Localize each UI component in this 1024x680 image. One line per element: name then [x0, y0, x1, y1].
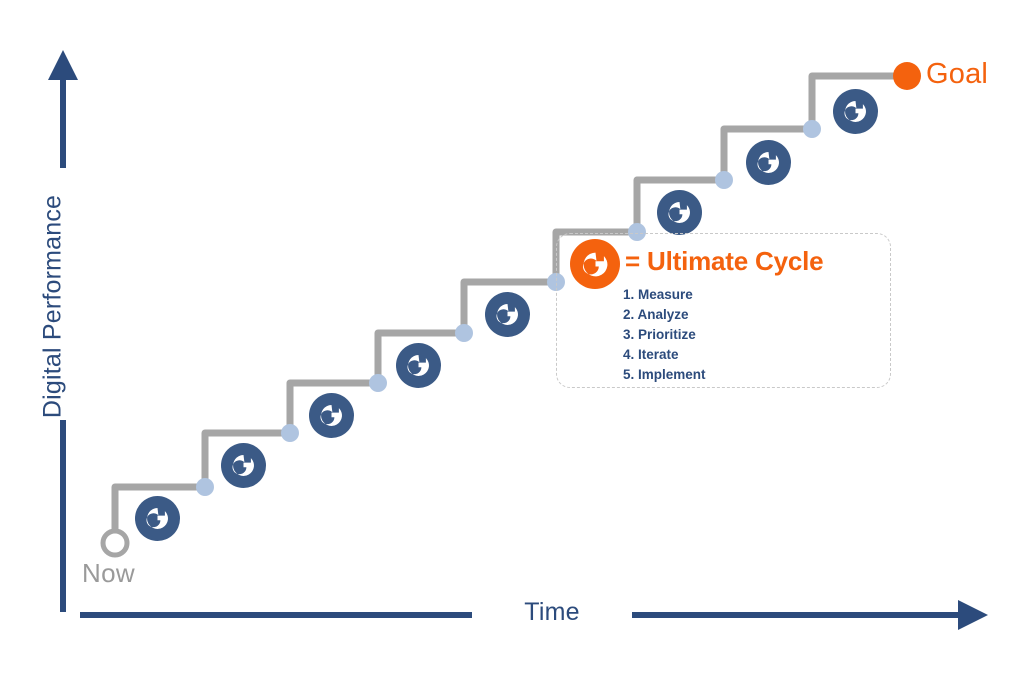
legend-box: [556, 233, 891, 388]
step-node: [628, 223, 646, 241]
step-badge-cycle-3[interactable]: [309, 393, 354, 438]
legend-list-item: 3. Prioritize: [623, 327, 696, 342]
step-node: [803, 120, 821, 138]
step-badge-cycle-5[interactable]: [485, 292, 530, 337]
step-badge-cycle-4[interactable]: [396, 343, 441, 388]
legend-list-item: 1. Measure: [623, 287, 693, 302]
x-axis: [80, 600, 988, 630]
step-badge-cycle-8[interactable]: [833, 89, 878, 134]
step-node: [196, 478, 214, 496]
legend-ultimate-cycle-badge[interactable]: [570, 239, 620, 289]
ultimate-cycle-g-icon: [665, 198, 694, 227]
ultimate-cycle-g-icon: [579, 248, 612, 281]
step-node: [369, 374, 387, 392]
x-axis-label: Time: [472, 600, 632, 625]
legend-list-item: 4. Iterate: [623, 347, 679, 362]
y-axis: [48, 50, 78, 612]
ultimate-cycle-g-icon: [754, 148, 783, 177]
step-node: [715, 171, 733, 189]
step-badge-cycle-2[interactable]: [221, 443, 266, 488]
progression-connector: [111, 72, 904, 547]
ultimate-cycle-g-icon: [493, 300, 522, 329]
ultimate-cycle-g-icon: [404, 351, 433, 380]
step-badge-cycle-1[interactable]: [135, 496, 180, 541]
legend-title: = Ultimate Cycle: [625, 246, 824, 276]
goal-label: Goal: [926, 58, 989, 90]
legend-steps-list: 1. Measure 2. Analyze 3. Prioritize 4. I…: [623, 285, 706, 385]
step-node: [455, 324, 473, 342]
legend-list-item: 5. Implement: [623, 367, 706, 382]
step-node: [281, 424, 299, 442]
legend-list-item: 2. Analyze: [623, 307, 689, 322]
goal-dot-icon: [893, 62, 921, 90]
step-badge-cycle-7[interactable]: [746, 140, 791, 185]
now-label: Now: [82, 558, 135, 588]
open-circle-icon: [100, 528, 130, 558]
step-nodes: [196, 120, 821, 496]
ultimate-cycle-g-icon: [841, 97, 870, 126]
ultimate-cycle-g-icon: [143, 504, 172, 533]
ultimate-cycle-g-icon: [317, 401, 346, 430]
step-badge-cycle-6[interactable]: [657, 190, 702, 235]
ultimate-cycle-g-icon: [229, 451, 258, 480]
